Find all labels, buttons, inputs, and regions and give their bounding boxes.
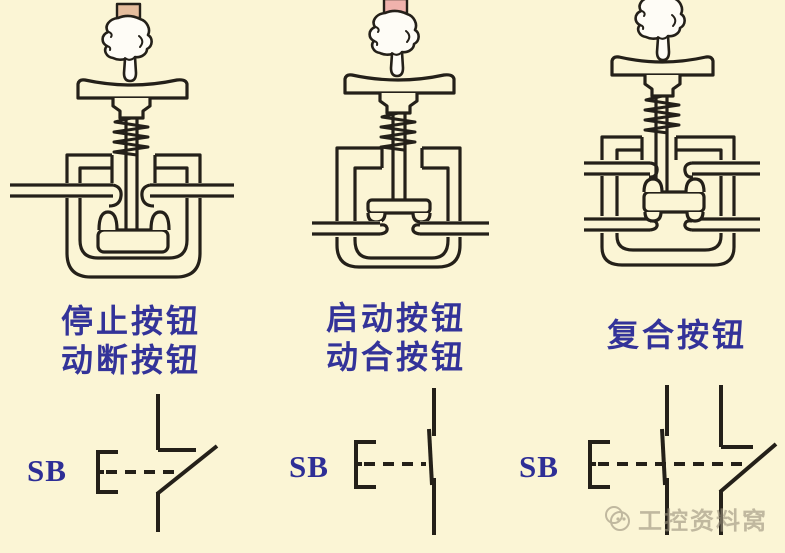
spring [379,111,417,152]
stationary-contact-hooks [379,223,421,236]
symbol-designator-sb-1: SB [27,453,67,488]
watermark-logo-icon [605,505,630,531]
actuator-bracket [354,440,376,489]
start-button-label-line2: 动合按钮 [325,339,466,375]
watermark-text: 工控资料窝 [638,508,768,535]
upper-contact-hooks [648,161,694,179]
button-cap [610,55,715,77]
housing-guides [640,137,678,160]
housing-outer [335,146,462,269]
compound-button-label: 复合按钮 [606,317,747,353]
button-stem [378,93,419,115]
button-cap [76,78,189,100]
no-moving-contact [660,428,667,486]
moving-contact [155,444,219,496]
nc-moving-contact [718,442,778,494]
housing-inner [353,166,450,260]
fixed-contact [156,394,196,452]
spring [112,116,150,157]
housing-outer [65,153,202,279]
button-stem [643,75,682,98]
button-cap [343,73,456,95]
start-button-label-line1: 启动按钮 [325,300,466,336]
contact-bridge [366,198,432,215]
start-button-mechanical-drawing [310,0,489,269]
hand-press-icon [101,2,154,83]
nc-pushbutton-symbol [96,394,219,532]
hand-press-icon [634,0,687,62]
no-pushbutton-symbol [354,388,436,535]
lower-terminal-wires [584,217,760,232]
stop-button-mechanical-drawing [8,2,236,279]
housing-inner [78,166,189,260]
watermark: 工控资料窝 [601,501,768,536]
actuator-bracket [96,450,118,494]
schematic-symbols [96,385,778,535]
upper-terminal-wires [584,161,760,176]
compound-button-mechanical-drawing [582,0,762,267]
actuator-bracket [588,440,610,489]
contact-bridge [96,228,170,254]
contact-dome [643,211,705,223]
stop-button-label-line2: 动断按钮 [60,342,201,378]
terminal-wires [10,183,234,198]
stop-button-label-line1: 停止按钮 [60,303,201,339]
spring [643,94,681,135]
terminal-wires [312,221,489,236]
housing-guides [380,148,424,168]
moving-contact [427,428,434,486]
housing-outer [600,135,736,267]
nc-fixed-contact [719,385,753,449]
hand-press-icon [368,0,421,78]
compound-pushbutton-symbol [588,385,778,535]
stationary-contact-hooks [108,183,155,208]
contact-dome [642,177,706,193]
contact-bridge [642,190,706,214]
contact-dome [97,210,171,231]
button-stem [111,98,152,120]
symbol-designator-sb-2: SB [289,449,329,484]
housing-guides [110,155,157,183]
housing-inner [615,148,723,252]
symbol-designator-sb-3: SB [519,449,559,484]
